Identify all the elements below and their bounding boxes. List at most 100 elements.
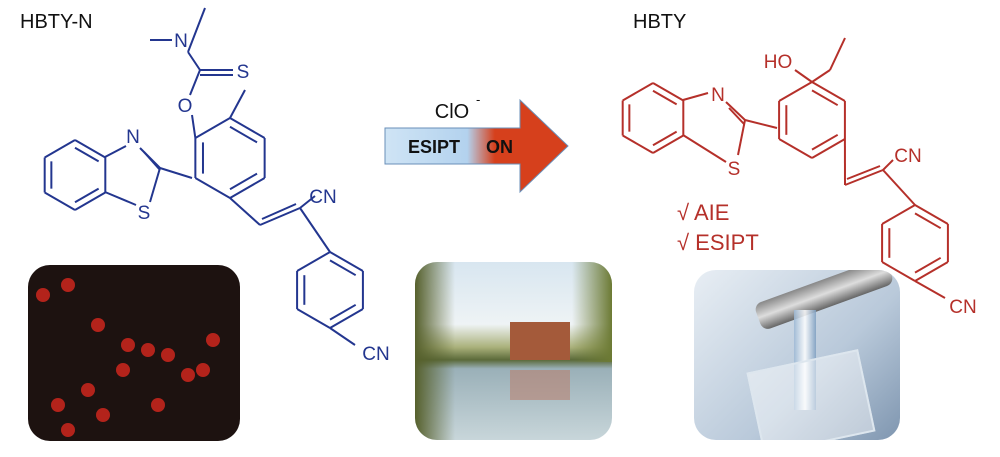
bond xyxy=(811,69,831,83)
reaction-arrow xyxy=(384,98,569,194)
campus-lake-photo xyxy=(415,262,612,440)
fluorescent-cell xyxy=(61,278,75,292)
fluorescent-cell xyxy=(181,368,195,382)
bond xyxy=(778,138,813,159)
atom-o: O xyxy=(178,96,193,117)
fluorescent-cell xyxy=(61,423,75,437)
atom-cn-vinyl: CN xyxy=(894,146,921,167)
bond xyxy=(652,82,684,102)
bond xyxy=(194,117,231,139)
bond xyxy=(189,69,201,96)
bond xyxy=(622,82,654,102)
bond xyxy=(682,92,709,101)
fluorescent-cell xyxy=(81,383,95,397)
fluorescent-cell xyxy=(116,363,130,377)
bond xyxy=(914,212,942,230)
atom-n-amine: N xyxy=(174,31,188,52)
fluorescent-cell xyxy=(161,348,175,362)
atom-cn-aryl: CN xyxy=(362,344,389,365)
bond xyxy=(329,327,356,346)
bond xyxy=(329,259,357,277)
bond xyxy=(191,114,197,139)
bond xyxy=(159,167,193,179)
bond xyxy=(229,89,246,119)
bond xyxy=(261,203,297,220)
fluorescent-cell xyxy=(91,318,105,332)
bond xyxy=(844,169,884,186)
bond xyxy=(229,117,266,139)
bond xyxy=(74,146,100,163)
feature-aie: √ AIE xyxy=(677,200,729,225)
bond xyxy=(737,119,746,156)
bond xyxy=(296,251,331,272)
bond xyxy=(846,165,881,180)
bond xyxy=(44,139,76,159)
bond xyxy=(811,133,839,151)
fluorescent-cell xyxy=(121,338,135,352)
fluorescent-cell xyxy=(196,363,210,377)
bond xyxy=(811,138,846,159)
fluorescent-cell xyxy=(96,408,110,422)
bond xyxy=(329,308,364,329)
atom-s-ring: S xyxy=(728,159,741,180)
cell-fluorescence-image xyxy=(28,265,240,441)
bond xyxy=(914,256,942,274)
feature-esipt: √ ESIPT xyxy=(677,230,759,255)
bond xyxy=(74,191,106,211)
bond xyxy=(229,177,266,199)
bond xyxy=(104,145,127,158)
bond xyxy=(914,261,949,282)
bond xyxy=(329,251,364,272)
fluorescent-cell xyxy=(141,343,155,357)
bond xyxy=(187,7,206,53)
bond xyxy=(299,207,331,253)
fluorescent-cell xyxy=(36,288,50,302)
bond xyxy=(194,177,231,199)
probe-title: HBTY-N xyxy=(20,11,93,33)
fluorescent-cell xyxy=(151,398,165,412)
hbty-n-structure xyxy=(43,7,364,346)
bond xyxy=(744,119,778,129)
bond xyxy=(881,261,916,282)
hbty-structure xyxy=(621,37,949,299)
bond xyxy=(74,187,100,204)
bond xyxy=(811,89,839,107)
bond xyxy=(296,308,331,329)
bond xyxy=(143,151,161,171)
bond xyxy=(44,191,76,211)
bond xyxy=(682,134,727,163)
reagent-label: ClO xyxy=(435,101,469,123)
bond xyxy=(728,107,745,125)
bond xyxy=(882,159,894,171)
bond xyxy=(725,101,746,121)
atom-n-ring: N xyxy=(126,127,140,148)
bond xyxy=(652,134,684,154)
bond xyxy=(622,134,654,154)
bond xyxy=(149,167,161,203)
atom-cn-vinyl: CN xyxy=(309,187,336,208)
bond xyxy=(794,69,813,83)
fluorescent-cell xyxy=(206,333,220,347)
bond xyxy=(829,37,846,71)
bond xyxy=(914,204,949,225)
bond xyxy=(882,169,916,206)
bond xyxy=(229,197,261,226)
bond xyxy=(652,130,678,147)
bond xyxy=(914,280,946,299)
atom-n-ring: N xyxy=(711,85,725,106)
bond xyxy=(187,51,201,71)
reagent-charge: - xyxy=(476,92,480,107)
product-title: HBTY xyxy=(633,11,686,33)
atom-cn-aryl: CN xyxy=(949,297,976,318)
bond xyxy=(329,303,357,321)
bond xyxy=(229,172,258,191)
bond xyxy=(811,81,846,102)
bond xyxy=(229,125,258,144)
fluorescent-cell xyxy=(51,398,65,412)
arrow-label-on: ON xyxy=(486,137,513,157)
bond xyxy=(74,139,106,159)
bond xyxy=(881,204,916,225)
bond xyxy=(299,195,316,209)
atom-s-ring: S xyxy=(138,203,151,224)
